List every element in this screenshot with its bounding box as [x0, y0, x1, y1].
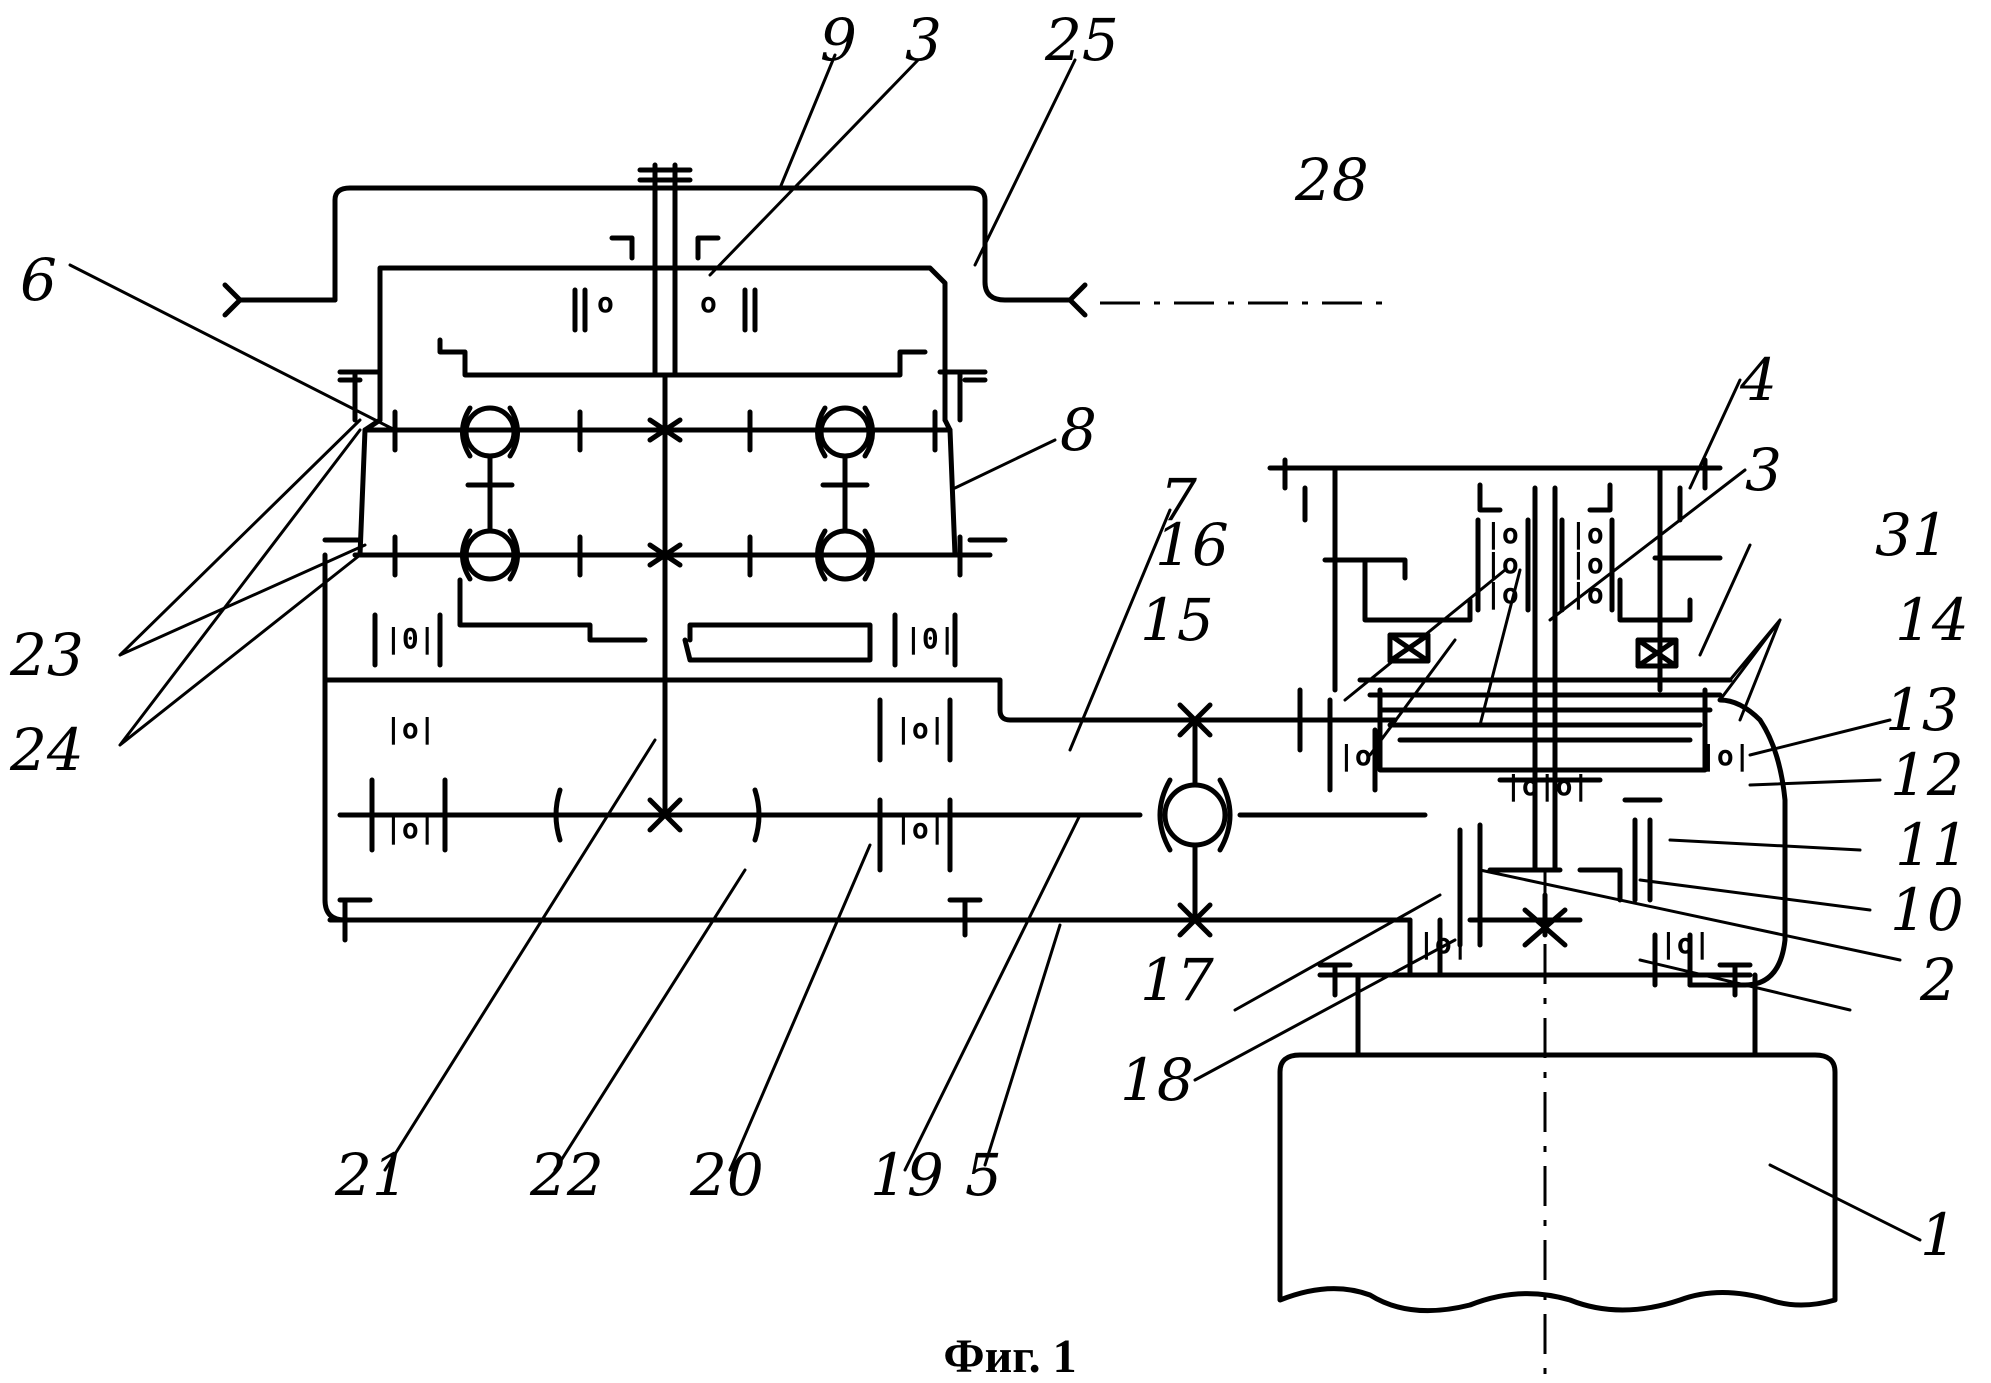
label-24: 24 [9, 716, 84, 784]
label-9: 9 [820, 6, 857, 74]
differential-icon [1165, 785, 1225, 845]
lower-frame: |o| |o| |o| |o| [325, 555, 1425, 940]
label-19: 19 [870, 1141, 944, 1209]
gearbox-8: |0| |0| [325, 340, 1005, 760]
label-21: 21 [334, 1141, 409, 1209]
label-5: 5 [965, 1141, 1002, 1209]
figure-caption: Фиг. 1 [943, 1330, 1076, 1383]
bearing-icon: |o| [895, 712, 946, 745]
bearing-icon: |o| [1700, 739, 1751, 772]
bearing-icon: |o| [1485, 517, 1536, 550]
leader-lines [70, 55, 1920, 1240]
label-1: 1 [1920, 1201, 1957, 1269]
label-3-top: 3 [905, 6, 942, 74]
label-10: 10 [1890, 876, 1964, 944]
label-11: 11 [1895, 811, 1969, 879]
label-28: 28 [1294, 146, 1369, 214]
bearing-icon: |o| [1570, 547, 1621, 580]
bearing-icon: o [597, 286, 614, 319]
bearing-icon: |0| [385, 622, 436, 655]
bearing-icon: |o| [895, 812, 946, 845]
label-8: 8 [1060, 396, 1097, 464]
bearing-icon: |o| [385, 812, 436, 845]
label-14: 14 [1895, 586, 1969, 654]
label-22: 22 [529, 1141, 604, 1209]
bearing-icon: |o| [1570, 517, 1621, 550]
bearing-icon: |o| [1485, 547, 1536, 580]
bearing-icon: |o| [1338, 739, 1389, 772]
label-3-right: 3 [1745, 436, 1782, 504]
bearing-icon: |o|o| [1505, 769, 1589, 802]
label-12: 12 [1890, 741, 1964, 809]
label-17: 17 [1140, 946, 1214, 1014]
label-4: 4 [1739, 346, 1777, 414]
label-6: 6 [20, 246, 57, 314]
bearing-icon: |o| [385, 712, 436, 745]
bearing-icon: |o| [1660, 927, 1711, 960]
bearing-icon: o [700, 286, 717, 319]
label-20: 20 [689, 1141, 764, 1209]
bearing-icon: |0| [905, 622, 956, 655]
label-18: 18 [1120, 1046, 1194, 1114]
label-16: 16 [1155, 511, 1229, 579]
label-2: 2 [1919, 946, 1957, 1014]
label-13: 13 [1885, 676, 1959, 744]
bearing-icon: |o| [1570, 577, 1621, 610]
label-15: 15 [1140, 586, 1214, 654]
label-31: 31 [1875, 501, 1949, 569]
label-23: 23 [9, 621, 84, 689]
label-25: 25 [1044, 6, 1119, 74]
